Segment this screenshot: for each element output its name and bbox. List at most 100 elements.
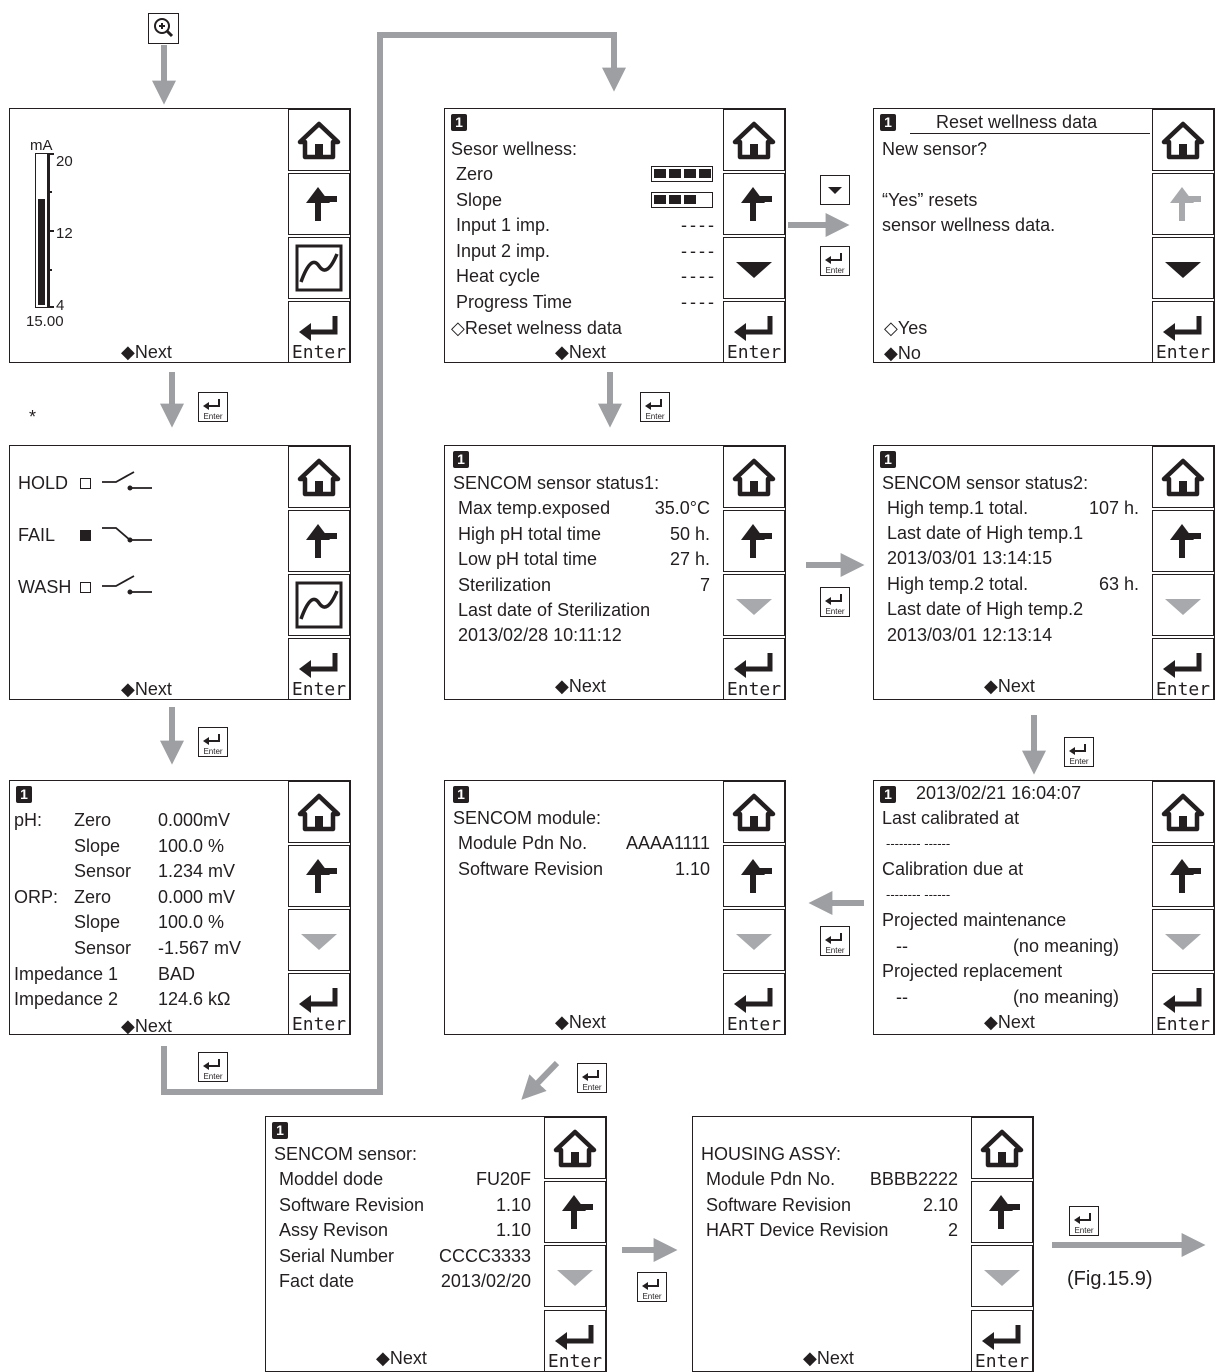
- next-option[interactable]: ◆Next: [555, 1012, 606, 1032]
- home-button[interactable]: [544, 1117, 606, 1179]
- enter-key: Enter: [198, 727, 228, 757]
- next-option[interactable]: ◆Next: [555, 342, 606, 362]
- home-button[interactable]: [288, 781, 350, 843]
- unit-label: mA: [30, 137, 53, 154]
- row-value: 100.0 %: [158, 912, 225, 933]
- next-option[interactable]: ◆Next: [984, 1012, 1035, 1032]
- trend-button[interactable]: [288, 237, 350, 299]
- scroll-down-button[interactable]: [1152, 237, 1214, 299]
- next-option[interactable]: ◆Next: [121, 679, 172, 699]
- enter-icon: [734, 316, 773, 341]
- enter-button[interactable]: Enter: [544, 1310, 606, 1372]
- home-button[interactable]: [1152, 446, 1214, 508]
- home-button[interactable]: [723, 446, 785, 508]
- enter-button[interactable]: Enter: [723, 301, 785, 363]
- scroll-down-button[interactable]: [288, 909, 350, 971]
- scroll-down-button[interactable]: [544, 1245, 606, 1307]
- enter-icon: [299, 988, 338, 1013]
- enter-icon: [734, 988, 773, 1013]
- enter-button[interactable]: Enter: [723, 973, 785, 1035]
- scroll-down-button[interactable]: [1152, 574, 1214, 636]
- back-button[interactable]: [288, 845, 350, 907]
- back-button[interactable]: [288, 510, 350, 572]
- down-arrow-icon: [828, 187, 842, 194]
- reset-wellness-option[interactable]: ◇Reset welness data: [451, 318, 622, 338]
- home-button[interactable]: [288, 446, 350, 508]
- scroll-down-icon-disabled: [1165, 934, 1201, 950]
- home-button[interactable]: [971, 1117, 1033, 1179]
- wellness-row-value: ----: [681, 266, 717, 287]
- yes-option[interactable]: ◇Yes: [884, 318, 928, 338]
- back-arrow-icon: [989, 1195, 1020, 1229]
- back-button[interactable]: [544, 1181, 606, 1243]
- back-button[interactable]: [971, 1181, 1033, 1243]
- row-value: 100.0 %: [158, 835, 225, 856]
- enter-button[interactable]: Enter: [288, 638, 350, 700]
- back-button[interactable]: [723, 510, 785, 572]
- wellness-bar-segment: [684, 194, 696, 204]
- enter-button[interactable]: Enter: [971, 1310, 1033, 1372]
- back-arrow-icon: [741, 859, 772, 893]
- relay-open-icon: [102, 471, 152, 491]
- back-button[interactable]: [723, 173, 785, 235]
- zoom-key[interactable]: [148, 13, 179, 44]
- enter-key: Enter: [820, 926, 850, 956]
- replacement-value: (no meaning): [1012, 987, 1119, 1007]
- back-button[interactable]: [723, 845, 785, 907]
- row-value: BAD: [158, 963, 196, 984]
- enter-button[interactable]: Enter: [1152, 973, 1214, 1035]
- enter-button[interactable]: Enter: [288, 301, 350, 363]
- home-button[interactable]: [1152, 109, 1214, 171]
- home-icon: [1161, 458, 1205, 497]
- screen-sensor-status2: 1 SENCOM sensor status2: High temp.1 tot…: [873, 445, 1215, 700]
- back-button[interactable]: [1152, 173, 1214, 235]
- row-value: 1.234 mV: [158, 861, 236, 882]
- wellness-bar-segment: [669, 169, 681, 178]
- info-row-value: 2.10: [922, 1194, 958, 1215]
- last-high-temp2-value: 2013/03/01 12:13:14: [887, 625, 1053, 645]
- home-button[interactable]: [723, 109, 785, 171]
- next-option[interactable]: ◆Next: [803, 1348, 854, 1368]
- next-option[interactable]: ◆Next: [121, 1016, 172, 1036]
- next-option[interactable]: ◆Next: [984, 676, 1035, 696]
- enter-button[interactable]: Enter: [723, 638, 785, 700]
- home-icon: [732, 793, 776, 832]
- scroll-down-button[interactable]: [723, 237, 785, 299]
- no-option[interactable]: ◆No: [884, 343, 921, 363]
- home-button[interactable]: [288, 109, 350, 171]
- info-row-value: 1.10: [674, 858, 710, 879]
- relay-closed-icon: [102, 527, 152, 543]
- home-button[interactable]: [723, 781, 785, 843]
- next-option[interactable]: ◆Next: [121, 342, 172, 362]
- next-option[interactable]: ◆Next: [376, 1348, 427, 1368]
- enter-icon: [825, 933, 842, 944]
- scroll-down-button[interactable]: [1152, 909, 1214, 971]
- back-button[interactable]: [1152, 510, 1214, 572]
- enter-button[interactable]: Enter: [1152, 301, 1214, 363]
- back-arrow-icon: [306, 524, 337, 558]
- info-row-value: BBBB2222: [869, 1169, 958, 1189]
- enter-button[interactable]: Enter: [288, 973, 350, 1035]
- enter-button[interactable]: Enter: [1152, 638, 1214, 700]
- enter-label: Enter: [1155, 679, 1211, 700]
- footnote-asterisk: *: [29, 407, 37, 427]
- home-button[interactable]: [1152, 781, 1214, 843]
- trend-button[interactable]: [288, 574, 350, 636]
- next-option[interactable]: ◆Next: [555, 676, 606, 696]
- scroll-down-button[interactable]: [723, 574, 785, 636]
- back-button[interactable]: [1152, 845, 1214, 907]
- next-label: Next: [134, 679, 172, 699]
- next-label: Next: [816, 1348, 854, 1368]
- scroll-down-button[interactable]: [971, 1245, 1033, 1307]
- scroll-down-button[interactable]: [723, 909, 785, 971]
- row-value: 0.000mV: [158, 810, 231, 830]
- enter-label: Enter: [547, 1351, 603, 1372]
- next-label: Next: [568, 676, 606, 696]
- enter-icon: [299, 316, 338, 341]
- status-row-value: 7: [699, 574, 710, 595]
- back-button[interactable]: [288, 173, 350, 235]
- wellness-bar-indicator: [651, 191, 713, 208]
- status-row-label: Sterilization: [458, 574, 552, 595]
- home-icon: [1161, 121, 1205, 160]
